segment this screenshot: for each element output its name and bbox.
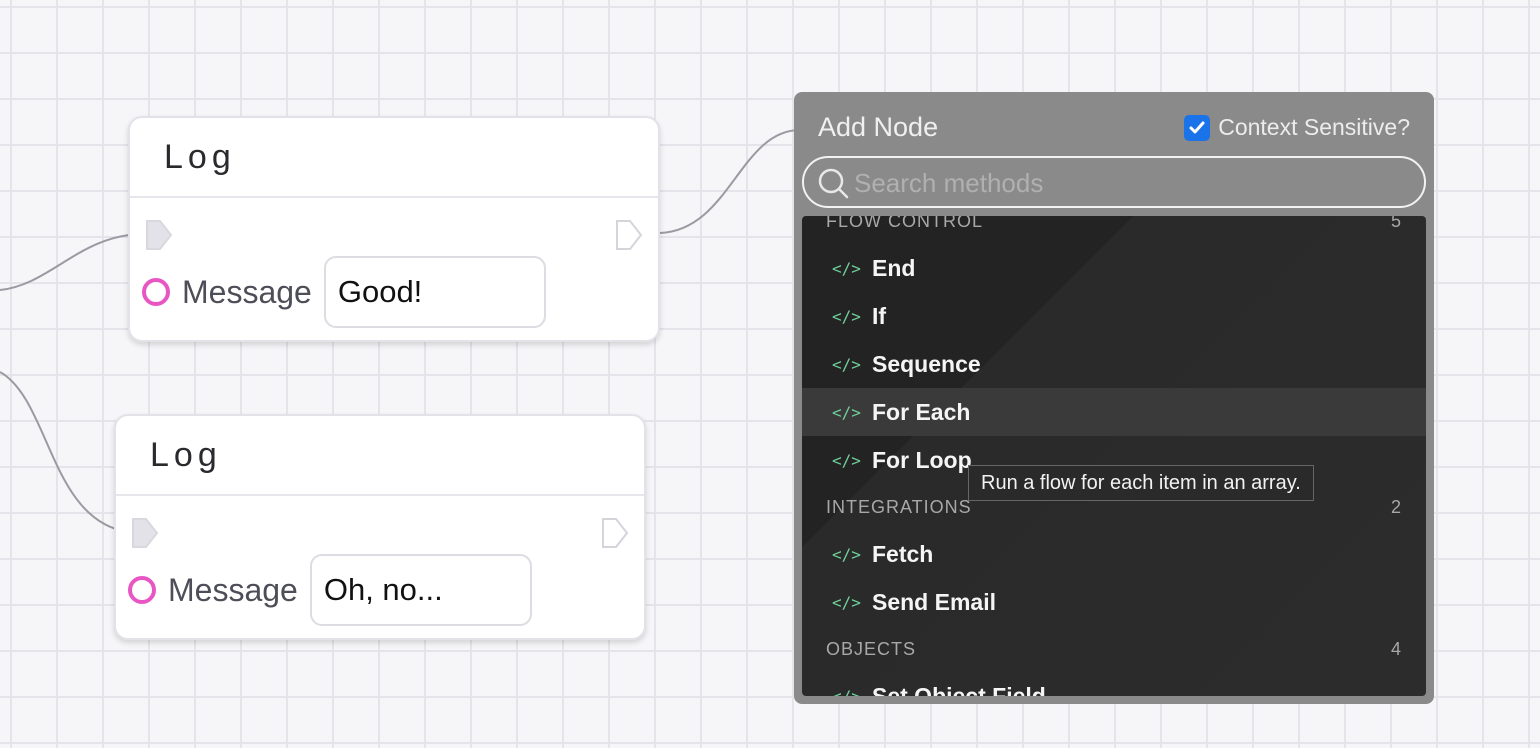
code-icon: </> — [832, 354, 861, 374]
section-name: INTEGRATIONS — [826, 496, 972, 517]
wire-to-node1-exec — [0, 233, 143, 291]
panel-title: Add Node — [818, 112, 939, 142]
message-field[interactable] — [323, 256, 546, 328]
code-icon: </> — [832, 450, 861, 470]
code-icon: </> — [832, 402, 861, 422]
section-count: 4 — [1390, 638, 1402, 659]
list-item[interactable]: </> For Loop — [802, 436, 1426, 484]
log-node[interactable]: Log Message — [114, 414, 646, 640]
message-label: Message — [182, 273, 312, 310]
code-icon: </> — [832, 592, 861, 612]
log-node[interactable]: Log Message — [128, 116, 660, 342]
list-item[interactable]: </> Sequence — [802, 340, 1426, 388]
section-name: OBJECTS — [826, 638, 917, 659]
list-item[interactable]: </> Fetch — [802, 530, 1426, 578]
add-node-panel: Add Node Context Sensitive? FLOW CONTROL… — [794, 92, 1434, 704]
search-box[interactable] — [802, 156, 1426, 208]
section-header-objects: OBJECTS 4 — [802, 634, 1426, 664]
item-label: For Loop — [872, 446, 972, 473]
exec-output-pin[interactable] — [600, 516, 630, 550]
code-icon: </> — [832, 306, 861, 326]
node-title: Log — [116, 416, 644, 496]
message-input-pin[interactable] — [128, 576, 156, 604]
exec-input-pin[interactable] — [130, 516, 160, 550]
tooltip: Run a flow for each item in an array. — [968, 465, 1314, 501]
code-icon: </> — [832, 258, 861, 278]
wire-to-node2-exec — [0, 371, 129, 533]
item-label: Fetch — [872, 540, 934, 567]
context-sensitive-toggle[interactable]: Context Sensitive? — [1184, 114, 1410, 141]
section-count: 5 — [1390, 216, 1402, 231]
item-label: If — [872, 302, 887, 329]
item-label: Send Email — [872, 588, 996, 615]
list-item[interactable]: </> If — [802, 292, 1426, 340]
list-item[interactable]: </> End — [802, 244, 1426, 292]
node-title: Log — [130, 118, 658, 198]
search-icon — [818, 168, 849, 199]
checkmark-icon — [1189, 121, 1205, 133]
exec-input-pin[interactable] — [144, 218, 174, 252]
message-input-pin[interactable] — [142, 278, 170, 306]
method-list[interactable]: FLOW CONTROL 5 </> End </> If </> Sequen… — [802, 216, 1426, 696]
item-label: For Each — [872, 398, 971, 425]
exec-output-pin[interactable] — [614, 218, 644, 252]
item-label: End — [872, 254, 916, 281]
section-header-integrations: INTEGRATIONS 2 — [802, 492, 1426, 522]
section-header-flow-control: FLOW CONTROL 5 — [802, 216, 1426, 236]
context-sensitive-label: Context Sensitive? — [1218, 114, 1410, 140]
search-input[interactable] — [852, 162, 1416, 204]
item-label: Set Object Field — [872, 682, 1046, 697]
message-label: Message — [168, 571, 298, 608]
code-icon: </> — [832, 544, 861, 564]
item-label: Sequence — [872, 350, 981, 377]
code-icon: </> — [832, 686, 861, 697]
section-name: FLOW CONTROL — [826, 216, 984, 231]
section-count: 2 — [1390, 496, 1402, 517]
wire-node1-to-panel — [659, 129, 801, 234]
list-item[interactable]: </> Send Email — [802, 578, 1426, 626]
context-sensitive-checkbox[interactable] — [1184, 114, 1211, 141]
list-item-highlighted[interactable]: </> For Each — [802, 388, 1426, 436]
list-item[interactable]: </> Set Object Field — [802, 672, 1426, 697]
message-field[interactable] — [309, 554, 532, 626]
